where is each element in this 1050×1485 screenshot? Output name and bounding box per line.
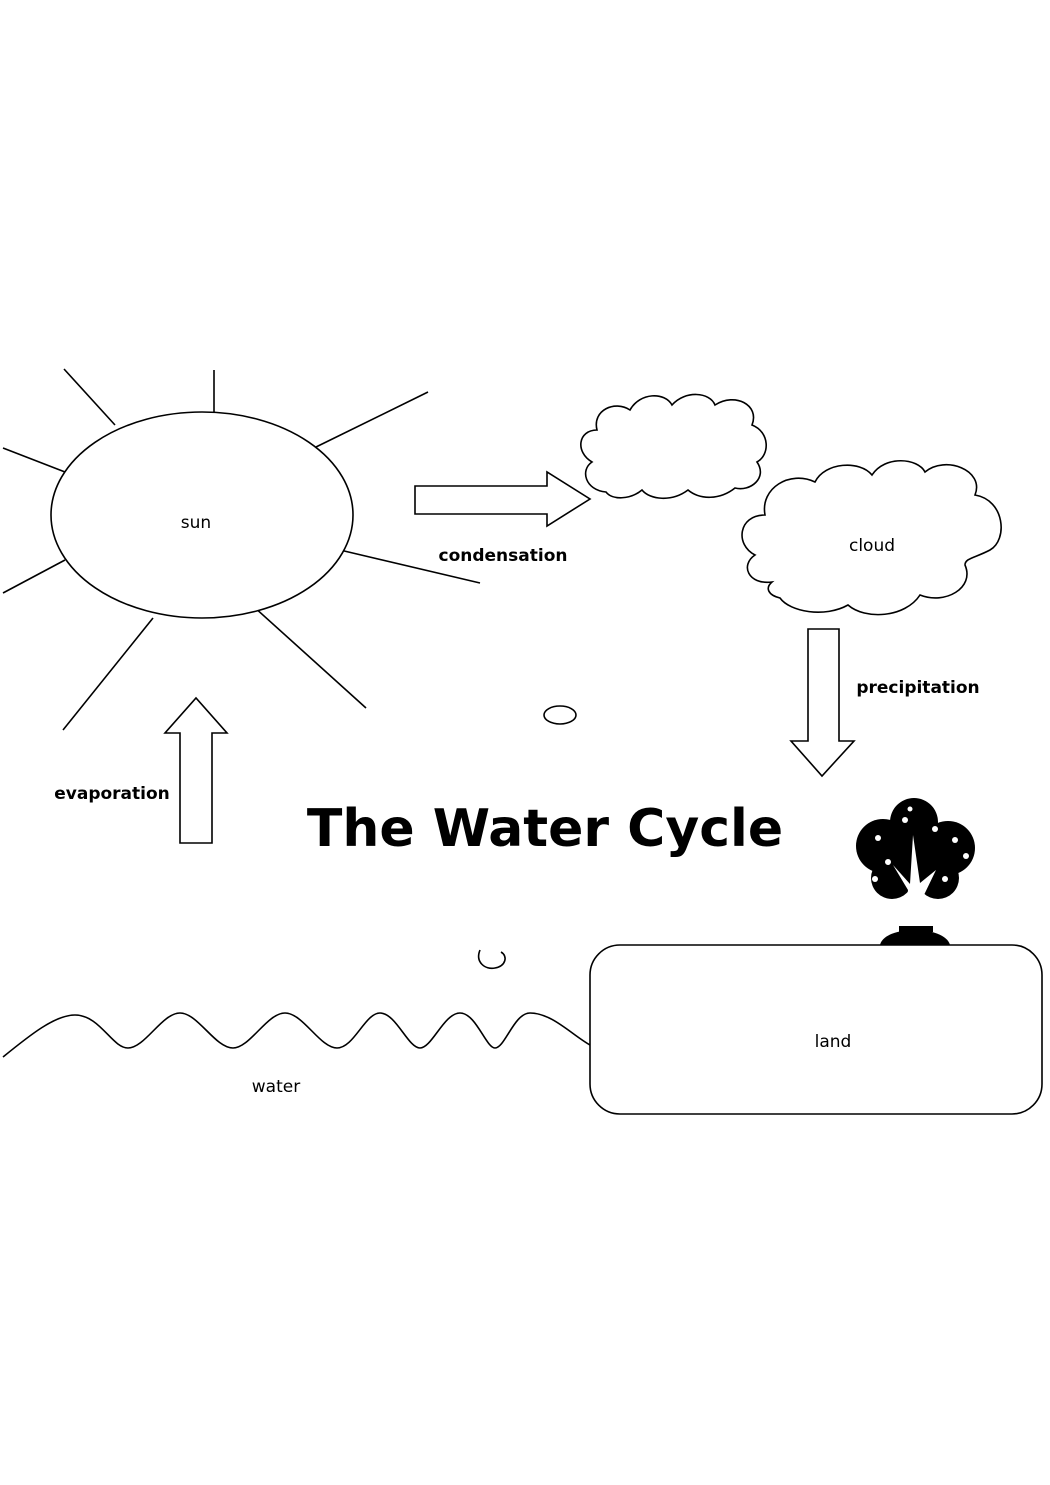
vapour-drop-shape (543, 705, 577, 725)
droplet-hook-shape (477, 949, 506, 970)
tree-icon (856, 798, 975, 945)
sun-shape (50, 411, 354, 619)
cloud-label: cloud (849, 536, 895, 556)
land-shape (589, 944, 1043, 1115)
condensation-label: condensation (439, 546, 568, 566)
water-wave-shape (2, 1012, 591, 1058)
water-label: water (252, 1077, 300, 1097)
precipitation-arrow (789, 628, 856, 778)
sun-rays (2, 368, 481, 731)
evaporation-label: evaporation (54, 784, 170, 804)
condensation-arrow (414, 470, 592, 528)
big-cloud-shape (741, 460, 1002, 616)
land-label: land (815, 1032, 852, 1052)
sun-label: sun (181, 513, 211, 533)
precipitation-label: precipitation (856, 678, 979, 698)
small-cloud-shape (580, 393, 767, 500)
evaporation-arrow (163, 696, 229, 844)
diagram-title: The Water Cycle (307, 799, 783, 859)
